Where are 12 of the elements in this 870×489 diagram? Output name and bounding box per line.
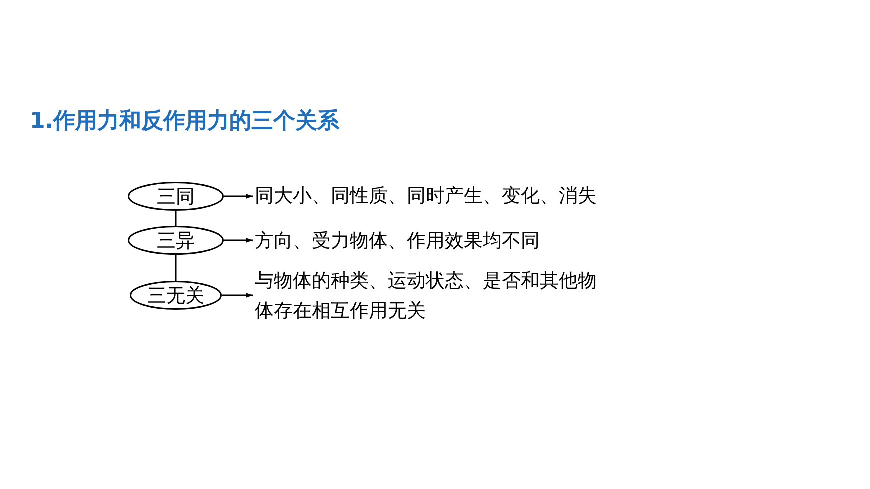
ellipse-node: 三异 bbox=[128, 226, 224, 255]
description-text: 同大小、同性质、同时产生、变化、消失 bbox=[255, 181, 635, 211]
description-text: 方向、受力物体、作用效果均不同 bbox=[255, 226, 635, 256]
connector-line bbox=[175, 211, 177, 226]
description-text: 与物体的种类、运动状态、是否和其他物体存在相互作用无关 bbox=[255, 266, 615, 326]
heading: 1.作用力和反作用力的三个关系 bbox=[30, 108, 340, 136]
arrow bbox=[224, 194, 253, 199]
ellipse-node: 三无关 bbox=[130, 281, 222, 310]
arrow bbox=[224, 238, 253, 243]
arrow bbox=[222, 293, 253, 298]
connector-line bbox=[175, 255, 177, 281]
ellipse-node: 三同 bbox=[128, 182, 224, 211]
